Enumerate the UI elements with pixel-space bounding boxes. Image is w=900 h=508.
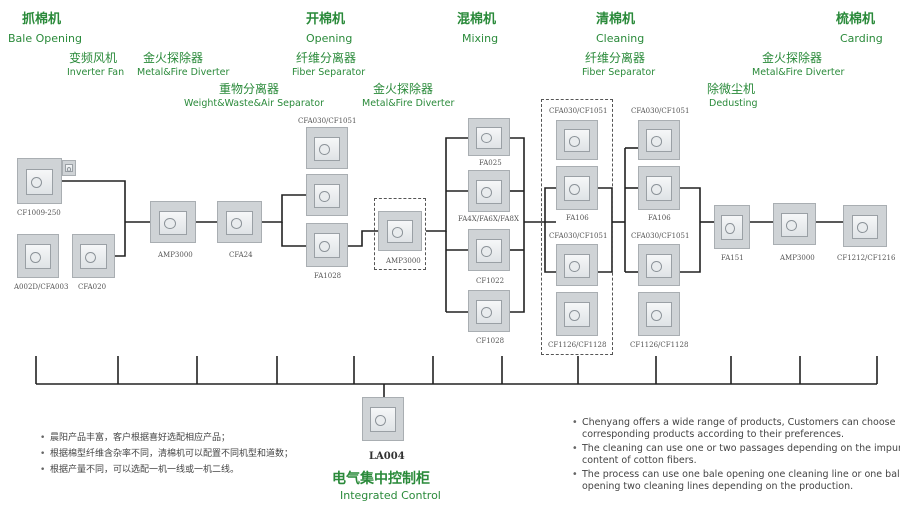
header-mixing-zh: 混棉机 — [457, 12, 497, 27]
header-mixing-en: Mixing — [462, 32, 499, 45]
caption-cfa030-1: CFA030/CF1051 — [298, 117, 357, 125]
label-metal-fire-1-zh: 金火探除器 — [143, 51, 204, 65]
note-en-3: •The process can use one bale opening on… — [572, 469, 900, 480]
label-inverter-fan-zh: 变频风机 — [69, 51, 118, 65]
label-dedusting-en: Dedusting — [709, 98, 758, 109]
machine-cfa030-1a-image — [306, 127, 348, 169]
label-weight-sep-zh: 重物分离器 — [219, 82, 280, 96]
header-carding-en: Carding — [840, 32, 883, 45]
caption-a002d: A002D/CFA003 — [14, 283, 69, 291]
header-bale-opening-en: Bale Opening — [8, 32, 82, 45]
note-zh-2: •根据棉型纤维含杂率不同，清棉机可以配置不同机型和道数； — [40, 449, 294, 459]
caption-cfa24: CFA24 — [229, 251, 253, 259]
machine-cfa030-4a-image — [638, 120, 680, 160]
label-metal-fire-3-en: Metal&Fire Diverter — [752, 67, 845, 78]
machine-fa4x-image — [468, 170, 510, 212]
label-weight-sep-en: Weight&Waste&Air Separator — [184, 98, 324, 109]
notes-en: •Chenyang offers a wide range of product… — [572, 417, 900, 493]
caption-cf1022: CF1022 — [476, 277, 505, 285]
note-zh-3: •根据产量不同，可以选配一机一线或一机二线。 — [40, 465, 240, 475]
header-cleaning-zh: 清棉机 — [596, 12, 636, 27]
caption-cfa030-3: CFA030/CF1051 — [549, 232, 608, 240]
label-inverter-fan-en: Inverter Fan — [67, 67, 125, 78]
caption-amp2: AMP3000 — [386, 257, 421, 265]
note-en-2: •The cleaning can use one or two passage… — [572, 443, 900, 454]
note-en-3b: opening two cleaning lines depending on … — [582, 481, 854, 492]
label-fiber-sep-1-zh: 纤维分离器 — [296, 51, 357, 65]
machine-cfa24-image — [217, 201, 262, 243]
label-metal-fire-2-en: Metal&Fire Diverter — [362, 98, 455, 109]
header-opening-en: Opening — [306, 32, 353, 45]
control-title-zh: 电气集中控制柜 — [332, 471, 430, 487]
machine-fa106b-image — [638, 166, 680, 210]
caption-fa106a: FA106 — [566, 214, 589, 222]
label-fiber-sep-2-zh: 纤维分离器 — [585, 51, 646, 65]
header-bale-opening-zh: 抓棉机 — [22, 12, 62, 27]
machine-amp1-image — [150, 201, 196, 243]
caption-la004: LA004 — [369, 451, 405, 462]
machine-cfa030-1b-image — [306, 174, 348, 216]
cleaning-dashed-group — [541, 99, 613, 355]
machine-cf1009-image — [17, 158, 62, 204]
caption-cfa030-5: CFA030/CF1051 — [631, 232, 690, 240]
machine-fa025-image — [468, 118, 510, 156]
caption-cfa020: CFA020 — [78, 283, 107, 291]
machine-cf1126a-image — [556, 292, 598, 336]
amp-dashed-group — [374, 198, 426, 270]
label-metal-fire-2-zh: 金火探除器 — [373, 82, 434, 96]
label-fiber-sep-2-en: Fiber Separator — [582, 67, 656, 78]
header-opening-zh: 开棉机 — [306, 12, 346, 27]
caption-amp1: AMP3000 — [158, 251, 193, 259]
note-en-1b: corresponding products according to thei… — [582, 429, 845, 440]
caption-cf1009: CF1009-250 — [17, 209, 61, 217]
caption-fa025: FA025 — [479, 159, 502, 167]
machine-amp2-image — [378, 211, 422, 251]
machine-fa1028-image — [306, 223, 348, 267]
caption-fa106b: FA106 — [648, 214, 671, 222]
notes-zh: •晨阳产品丰富，客户根据喜好选配相应产品； •根据棉型纤维含杂率不同，清棉机可以… — [40, 432, 293, 476]
note-en-1: •Chenyang offers a wide range of product… — [572, 417, 896, 428]
note-zh-1: •晨阳产品丰富，客户根据喜好选配相应产品； — [40, 433, 231, 443]
machine-cfa030-3a-image — [556, 244, 598, 286]
caption-cf1126a: CF1126/CF1128 — [548, 341, 607, 349]
label-dedusting-zh: 除微尘机 — [707, 82, 756, 96]
caption-fa151: FA151 — [721, 254, 744, 262]
machine-cf1212-image — [843, 205, 887, 247]
caption-fa4x: FA4X/FA6X/FA8X — [458, 215, 519, 223]
machine-cfa020-image — [72, 234, 115, 278]
machine-fa151-image — [714, 205, 750, 249]
machine-la004-image — [362, 397, 404, 441]
caption-cfa030-4: CFA030/CF1051 — [631, 107, 690, 115]
caption-fa1028: FA1028 — [314, 272, 342, 280]
control-title-en: Integrated Control — [340, 489, 441, 502]
caption-cf1028: CF1028 — [476, 337, 505, 345]
machine-fa106a-image — [556, 166, 598, 210]
caption-cf1126b: CF1126/CF1128 — [630, 341, 689, 349]
header-carding-zh: 梳棉机 — [836, 12, 876, 27]
caption-cf1212: CF1212/CF1216 — [837, 254, 896, 262]
header-cleaning-en: Cleaning — [596, 32, 645, 45]
machine-cf1009-tag — [62, 160, 76, 176]
machine-amp3-image — [773, 203, 816, 245]
machine-cfa030-5a-image — [638, 244, 680, 286]
caption-cfa030-2: CFA030/CF1051 — [549, 107, 608, 115]
label-metal-fire-3-zh: 金火探除器 — [762, 51, 823, 65]
machine-cfa030-2a-image — [556, 120, 598, 160]
caption-amp3: AMP3000 — [780, 254, 815, 262]
label-fiber-sep-1-en: Fiber Separator — [292, 67, 366, 78]
label-metal-fire-1-en: Metal&Fire Diverter — [137, 67, 230, 78]
machine-cf1126b-image — [638, 292, 680, 336]
machine-cf1028-image — [468, 290, 510, 332]
machine-cf1022-image — [468, 229, 510, 271]
machine-a002d-image — [17, 234, 59, 278]
note-en-2b: content of cotton fibers. — [582, 455, 697, 466]
